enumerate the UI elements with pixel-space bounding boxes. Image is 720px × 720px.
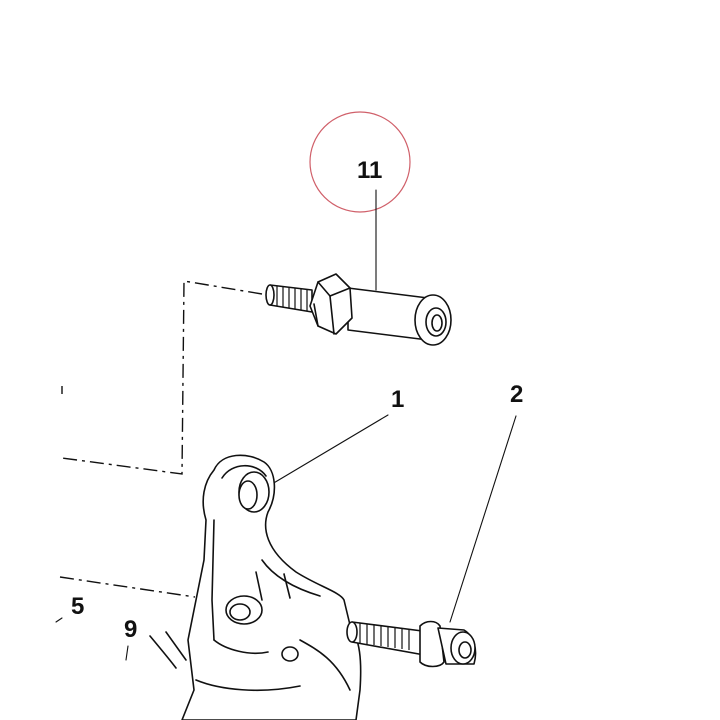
callout-11-label: 11 — [357, 157, 382, 184]
mounting-bracket-part-1 — [181, 454, 362, 720]
callout-1-label: 1 — [391, 386, 404, 413]
leader-line-1 — [271, 414, 389, 485]
callout-9-label: 9 — [124, 616, 137, 643]
leader-line-5 — [55, 617, 63, 623]
component-part-9 — [149, 631, 187, 669]
callout-5-label: 5 — [71, 593, 84, 620]
stud-bolt-part-11 — [265, 273, 452, 346]
leader-line-9 — [125, 645, 129, 661]
callout-2-label: 2 — [510, 381, 523, 408]
cap-screw-part-2 — [346, 620, 477, 668]
leader-line-2 — [449, 415, 517, 623]
callout-11-highlight-circle — [309, 111, 411, 213]
